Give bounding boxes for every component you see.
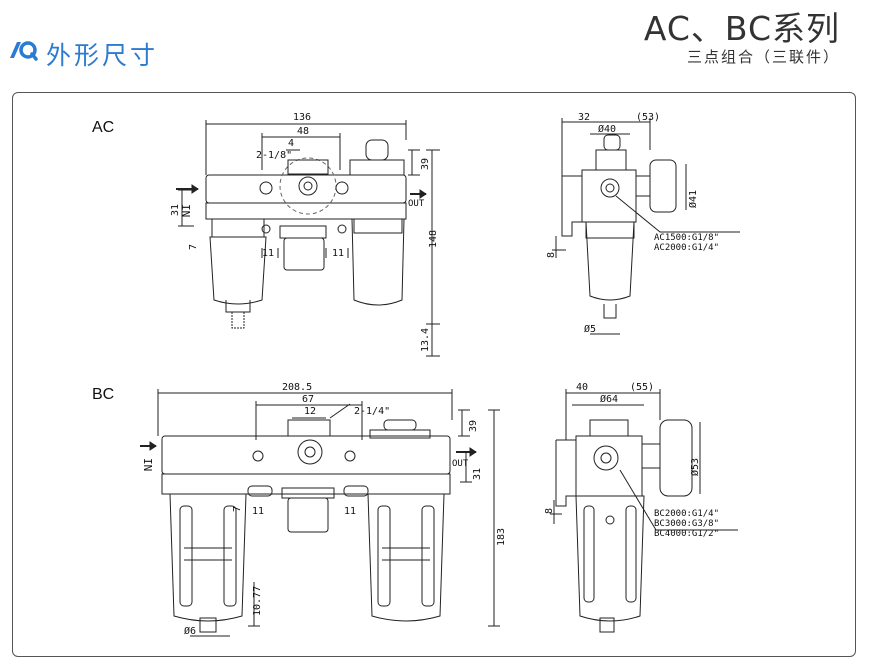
bc-side-53: Ø53 <box>689 458 701 476</box>
bc-dim-7a: 7 <box>232 506 243 512</box>
bc-dim-11b: 11 <box>344 506 356 517</box>
ac-side-53: (53) <box>636 112 660 123</box>
drawing-frame <box>12 92 856 657</box>
ac-front-view <box>176 120 440 357</box>
series-subtitle: 三点组合（三联件） <box>686 48 840 66</box>
bc-dim-67: 67 <box>302 394 314 405</box>
bc-port-main: 2-1/4" <box>354 406 390 417</box>
ruler-icon <box>10 41 38 61</box>
bc-dim-6: Ø6 <box>184 625 196 637</box>
ac-dim-11a: 11 <box>262 248 274 259</box>
ac-side-41: Ø41 <box>687 190 699 208</box>
ac-dim-4: 4 <box>288 138 294 149</box>
bc-in-label: IN <box>141 458 154 471</box>
ac-port-main: 2-1/8" <box>256 150 292 161</box>
bc-out-label: OUT <box>452 459 469 469</box>
ac-side-view <box>552 118 740 335</box>
bc-front-view <box>140 389 500 637</box>
ac-dim-48: 48 <box>297 126 309 137</box>
bc-dim-183: 183 <box>496 528 507 546</box>
bc-gauge-port-2: BC3000:G3/8" <box>654 519 719 529</box>
ac-gauge-port-1: AC1500:G1/8" <box>654 233 719 243</box>
section-title: 外形尺寸 <box>46 41 159 70</box>
ac-dim-136: 136 <box>293 112 311 123</box>
bc-side-55: (55) <box>630 382 654 393</box>
bc-dim-1077: 10.77 <box>252 586 263 616</box>
ac-dim-148: 148 <box>428 230 439 248</box>
ac-dim-134: 13.4 <box>420 328 431 352</box>
bc-gauge-port-1: BC2000:G1/4" <box>654 509 719 519</box>
model-label-ac: AC <box>92 119 115 136</box>
bc-gauge-port-3: BC4000:G1/2" <box>654 529 719 539</box>
ac-side-40: Ø40 <box>598 123 616 135</box>
ac-out-label: OUT <box>408 199 425 209</box>
bc-dim-31: 31 <box>472 468 483 480</box>
ac-side-5: Ø5 <box>584 323 596 335</box>
series-title: AC、BC系列 <box>643 9 840 48</box>
ac-side-8: 8 <box>546 252 557 258</box>
bc-dim-39: 39 <box>468 420 479 432</box>
ac-gauge-port-2: AC2000:G1/4" <box>654 243 719 253</box>
ac-side-32: 32 <box>578 112 590 123</box>
bc-side-40: 40 <box>576 382 588 393</box>
bc-dim-11a: 11 <box>252 506 264 517</box>
bc-side-view <box>550 389 738 633</box>
model-label-bc: BC <box>92 386 115 403</box>
bc-dim-12: 12 <box>304 406 316 417</box>
bc-dim-2085: 208.5 <box>282 382 312 393</box>
ac-dim-31: 31 <box>170 204 181 216</box>
ac-dim-11b: 11 <box>332 248 344 259</box>
ac-dim-39: 39 <box>420 158 431 170</box>
bc-side-8: 8 <box>544 508 555 514</box>
bc-side-64: Ø64 <box>600 393 618 405</box>
ac-in-label: IN <box>179 204 192 217</box>
ac-dim-7: 7 <box>188 244 199 250</box>
